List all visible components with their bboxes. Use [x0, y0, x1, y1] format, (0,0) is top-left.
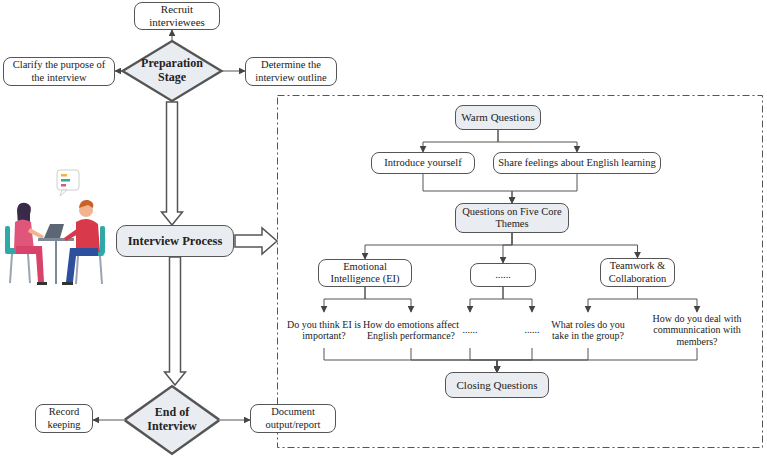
- node-label: Questions on Five Core Themes: [459, 206, 565, 230]
- torso: [76, 219, 100, 252]
- connector: [365, 287, 411, 312]
- hollow-arrow: [235, 228, 277, 254]
- connector: [512, 174, 577, 203]
- question-text: ......: [455, 312, 485, 348]
- node-label: ......: [525, 324, 540, 336]
- chair-leg: [28, 254, 30, 283]
- chair-leg: [100, 256, 102, 284]
- arm: [64, 228, 80, 241]
- connector: [498, 130, 577, 152]
- process-box: Interview Process: [116, 225, 234, 257]
- connector: [324, 287, 365, 312]
- connector: [512, 233, 638, 258]
- diamond-shape: [124, 386, 219, 454]
- arm: [28, 228, 44, 239]
- connector: [588, 287, 638, 312]
- node-label: Document output/report: [254, 406, 332, 430]
- shoe: [62, 282, 73, 285]
- connector: [93, 420, 124, 421]
- hair: [79, 200, 93, 208]
- interview-illustration: [5, 170, 105, 285]
- connector: [503, 287, 532, 312]
- connector: [423, 174, 512, 203]
- chair-leg: [10, 254, 12, 283]
- table-leg: [55, 241, 57, 284]
- question-text: What roles do you take in the group?: [545, 312, 631, 348]
- question-text: How do you deal with communnication with…: [632, 312, 762, 348]
- process-box: Warm Questions: [455, 105, 541, 130]
- node-label: Determine the interview outline: [249, 59, 333, 83]
- connector-layer: [93, 30, 697, 420]
- connector: [638, 287, 698, 312]
- node-label: End of Interview: [139, 406, 205, 434]
- process-box: Recruit interviewees: [134, 2, 220, 30]
- process-box: Emotional Intelligence (EI): [318, 259, 412, 287]
- node-label: Introduce yourself: [384, 157, 461, 169]
- connector: [470, 348, 497, 372]
- torso: [14, 220, 34, 251]
- node-label: Closing Questions: [457, 379, 538, 392]
- decision-diamond: End of Interview: [124, 385, 220, 455]
- process-box: Determine the interview outline: [245, 57, 337, 86]
- node-label: Teamwork & Collaboration: [604, 260, 671, 284]
- process-box: Teamwork & Collaboration: [600, 258, 675, 287]
- chair-back: [5, 226, 10, 252]
- node-label: ......: [463, 324, 478, 336]
- process-box: Clarify the purpose of the interview: [3, 57, 115, 86]
- connector: [365, 233, 512, 259]
- process-box: Share feelings about English learning: [493, 152, 661, 174]
- node-label: How do you deal with communnication with…: [632, 313, 762, 348]
- node-label: Emotional Intelligence (EI): [322, 261, 408, 285]
- node-label: Preparation Stage: [136, 57, 208, 85]
- dashed-frame: [278, 96, 763, 448]
- chair-back: [100, 226, 105, 254]
- node-label: Share feelings about English learning: [498, 157, 655, 169]
- node-label: Clarify the purpose of the interview: [7, 59, 111, 83]
- speech-bubble: [57, 170, 79, 190]
- node-label: Recruit interviewees: [138, 3, 216, 28]
- connector: [222, 71, 245, 72]
- hollow-arrow: [165, 257, 186, 385]
- connector: [423, 130, 498, 152]
- process-box: Closing Questions: [445, 372, 549, 398]
- legs: [66, 248, 98, 282]
- bubble-bar: [61, 179, 70, 182]
- connector: [497, 348, 697, 372]
- decision-diamond: Preparation Stage: [122, 40, 222, 102]
- node-label: Warm Questions: [461, 111, 534, 124]
- connector: [503, 233, 512, 263]
- chair-leg: [76, 256, 78, 284]
- hollow-arrow: [162, 102, 183, 225]
- process-box: ......: [470, 263, 536, 287]
- shoe: [37, 282, 47, 285]
- connector: [470, 287, 503, 312]
- connector: [172, 30, 173, 40]
- bubble-bar: [61, 174, 67, 177]
- diamond-shape: [123, 41, 222, 101]
- node-label: ......: [495, 269, 511, 281]
- process-box: Document output/report: [250, 404, 336, 433]
- question-text: ......: [517, 312, 547, 348]
- node-label: Record keeping: [39, 406, 89, 430]
- question-text: Do you think EI is important?: [281, 312, 367, 348]
- process-box: Introduce yourself: [371, 152, 475, 174]
- bubble-bar: [61, 184, 66, 187]
- node-label: Interview Process: [128, 234, 223, 248]
- connector: [220, 420, 250, 421]
- node-label: How do emotions affect English performan…: [358, 319, 464, 342]
- node-label: Do you think EI is important?: [281, 319, 367, 342]
- connector: [324, 348, 497, 372]
- process-box: Record keeping: [35, 404, 93, 433]
- laptop: [44, 224, 64, 238]
- question-text: How do emotions affect English performan…: [358, 312, 464, 348]
- connector: [411, 348, 497, 372]
- node-label: What roles do you take in the group?: [545, 319, 631, 342]
- speech-tail: [60, 190, 67, 196]
- process-box: Questions on Five Core Themes: [455, 203, 569, 233]
- legs: [16, 246, 44, 282]
